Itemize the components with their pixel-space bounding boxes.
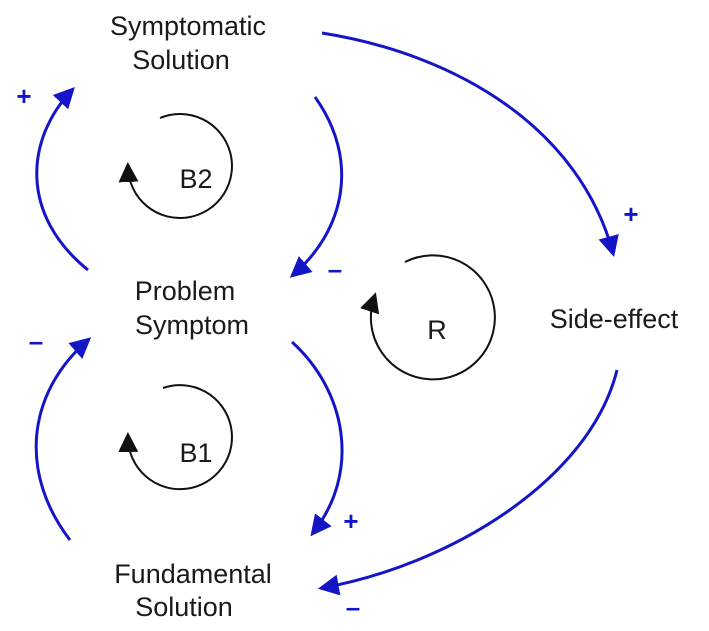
link-fundamental-to-problem (34, 337, 92, 541)
loop-r-arc (360, 254, 496, 381)
node-symptomatic-solution: Symptomatic Solution (110, 11, 266, 75)
node-label-line2: Solution (132, 45, 230, 75)
node-side-effect: Side-effect (550, 304, 679, 334)
polarity-fundamental-to-problem: – (29, 326, 43, 356)
loop-r-label: R (427, 315, 447, 345)
loop-b2-arc (118, 113, 233, 219)
link-side-effect-to-fundamental (317, 369, 619, 596)
link-symptomatic-to-side-effect (321, 31, 619, 258)
loop-b1: B1 (118, 384, 233, 491)
polarity-symptomatic-to-problem: – (328, 254, 342, 284)
polarity-symptomatic-to-side-effect: + (623, 199, 638, 229)
link-symptomatic-to-problem (289, 96, 344, 278)
loop-b2: B2 (118, 113, 233, 219)
node-label-line2: Symptom (135, 310, 249, 340)
node-label-line1: Fundamental (114, 559, 272, 589)
link-problem-to-symptomatic (35, 86, 89, 272)
link-problem-to-fundamental (290, 340, 344, 537)
polarity-side-effect-to-fundamental: – (346, 592, 360, 622)
node-problem-symptom: Problem Symptom (135, 276, 249, 340)
node-label-line2: Solution (135, 592, 233, 622)
loop-b1-label: B1 (179, 438, 212, 468)
node-label-line1: Symptomatic (110, 11, 266, 41)
node-label-line1: Problem (135, 276, 236, 306)
loop-b2-label: B2 (179, 164, 212, 194)
node-label-line1: Side-effect (550, 304, 679, 334)
loop-b1-arc (118, 384, 233, 491)
polarity-problem-to-fundamental: + (343, 506, 358, 536)
node-fundamental-solution: Fundamental Solution (114, 559, 272, 622)
polarity-problem-to-symptomatic: + (16, 81, 31, 111)
loop-r: R (360, 254, 496, 381)
